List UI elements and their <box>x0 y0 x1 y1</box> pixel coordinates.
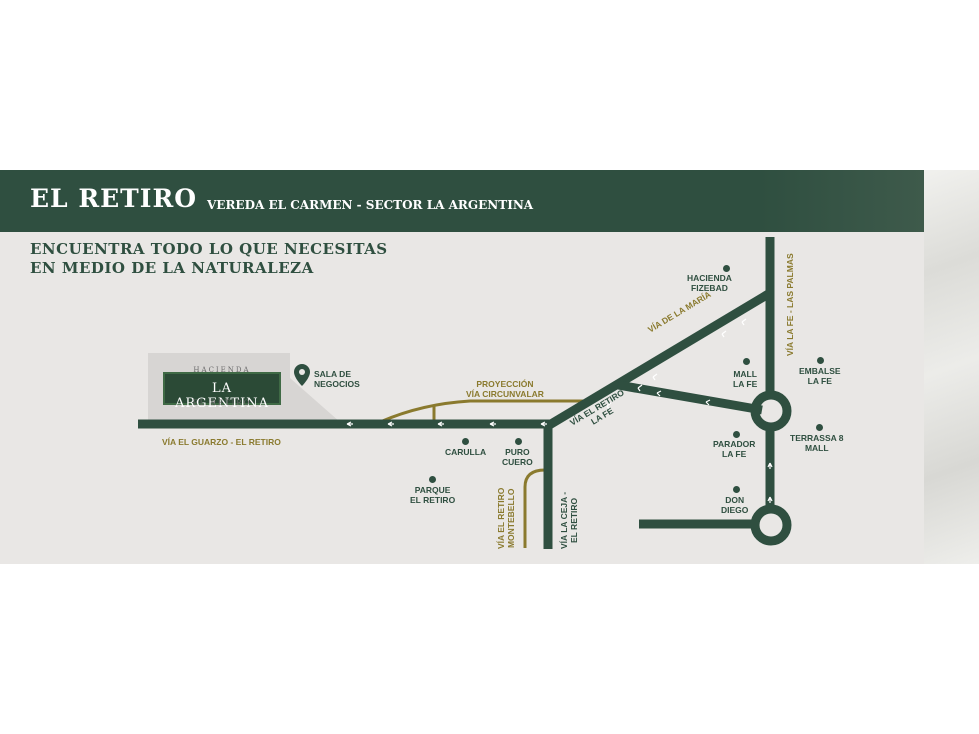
label-hacienda: HACIENDA FIZEBAD <box>687 273 732 293</box>
place-dot-parque <box>429 476 436 483</box>
label-road-ceja: VÍA LA CEJA - EL RETIRO <box>559 491 579 549</box>
label-road-circunvalar: PROYECCIÓN VÍA CIRCUNVALAR <box>466 379 544 399</box>
arrow-icon <box>637 384 643 392</box>
label-puro: PURO CUERO <box>502 447 533 467</box>
label-sala: SALA DE NEGOCIOS <box>314 369 360 389</box>
logo-box: LA ARGENTINA <box>163 372 281 411</box>
place-dot-carulla <box>462 438 469 445</box>
arrow-icon <box>387 421 394 427</box>
arrow-icon <box>767 496 773 503</box>
label-carulla: CARULLA <box>445 447 487 457</box>
arrow-icon <box>767 462 773 469</box>
arrow-icon <box>606 402 612 410</box>
map-banner: EL RETIRO VEREDA EL CARMEN - SECTOR LA A… <box>0 170 979 564</box>
arrow-icon <box>346 421 353 427</box>
place-dot-mall <box>743 358 750 365</box>
road-montebello <box>523 468 546 548</box>
page-title: EL RETIRO <box>30 184 198 213</box>
road-maria <box>543 289 773 431</box>
place-dot-puro <box>515 438 522 445</box>
label-mall: MALL LA FE <box>733 369 758 389</box>
logo-top-text: HACIENDA <box>193 366 251 374</box>
arrow-icon <box>540 421 547 427</box>
place-dot-parador <box>733 431 740 438</box>
arrow-icon <box>721 330 727 338</box>
road-circunvalar <box>377 399 590 425</box>
label-parque: PARQUE EL RETIRO <box>410 485 456 505</box>
label-don-diego: DON DIEGO <box>721 495 749 515</box>
arrow-icon <box>652 373 658 381</box>
tagline-line-1: ENCUENTRA TODO LO QUE NECESITAS <box>30 240 388 258</box>
arrow-icon <box>741 318 747 326</box>
logo-main-text: LA ARGENTINA <box>175 381 269 411</box>
label-terrassa: TERRASSA 8 MALL <box>790 433 844 453</box>
arrow-icon <box>656 390 662 397</box>
place-dot-embalse <box>817 357 824 364</box>
page-subtitle: VEREDA EL CARMEN - SECTOR LA ARGENTINA <box>207 198 534 212</box>
marble-texture <box>924 170 979 564</box>
tagline-line-2: EN MEDIO DE LA NATURALEZA <box>30 259 314 277</box>
place-dot-terrassa <box>816 424 823 431</box>
label-embalse: EMBALSE LA FE <box>799 366 841 386</box>
place-dot-hacienda <box>723 265 730 272</box>
label-road-montebello: VÍA EL RETIRO MONTEBELLO <box>496 487 516 549</box>
header-fade <box>760 170 924 232</box>
roundabout-north <box>750 390 792 432</box>
label-road-guarzo: VÍA EL GUARZO - EL RETIRO <box>162 437 281 447</box>
location-pin-hole <box>299 369 305 375</box>
label-parador: PARADOR LA FE <box>713 439 756 459</box>
roundabout-south <box>750 504 792 546</box>
road-map <box>138 237 792 549</box>
label-road-lafe-palmas: VÍA LA FE - LAS PALMAS <box>785 253 795 356</box>
arrow-icon <box>489 421 496 427</box>
arrow-icon <box>437 421 444 427</box>
road-retiro-fe <box>617 380 763 415</box>
place-dot-don-diego <box>733 486 740 493</box>
logo-bottom-text: EL RETIRO <box>192 399 252 407</box>
header-bar: EL RETIRO VEREDA EL CARMEN - SECTOR LA A… <box>0 170 924 232</box>
arrow-icon <box>705 399 711 406</box>
